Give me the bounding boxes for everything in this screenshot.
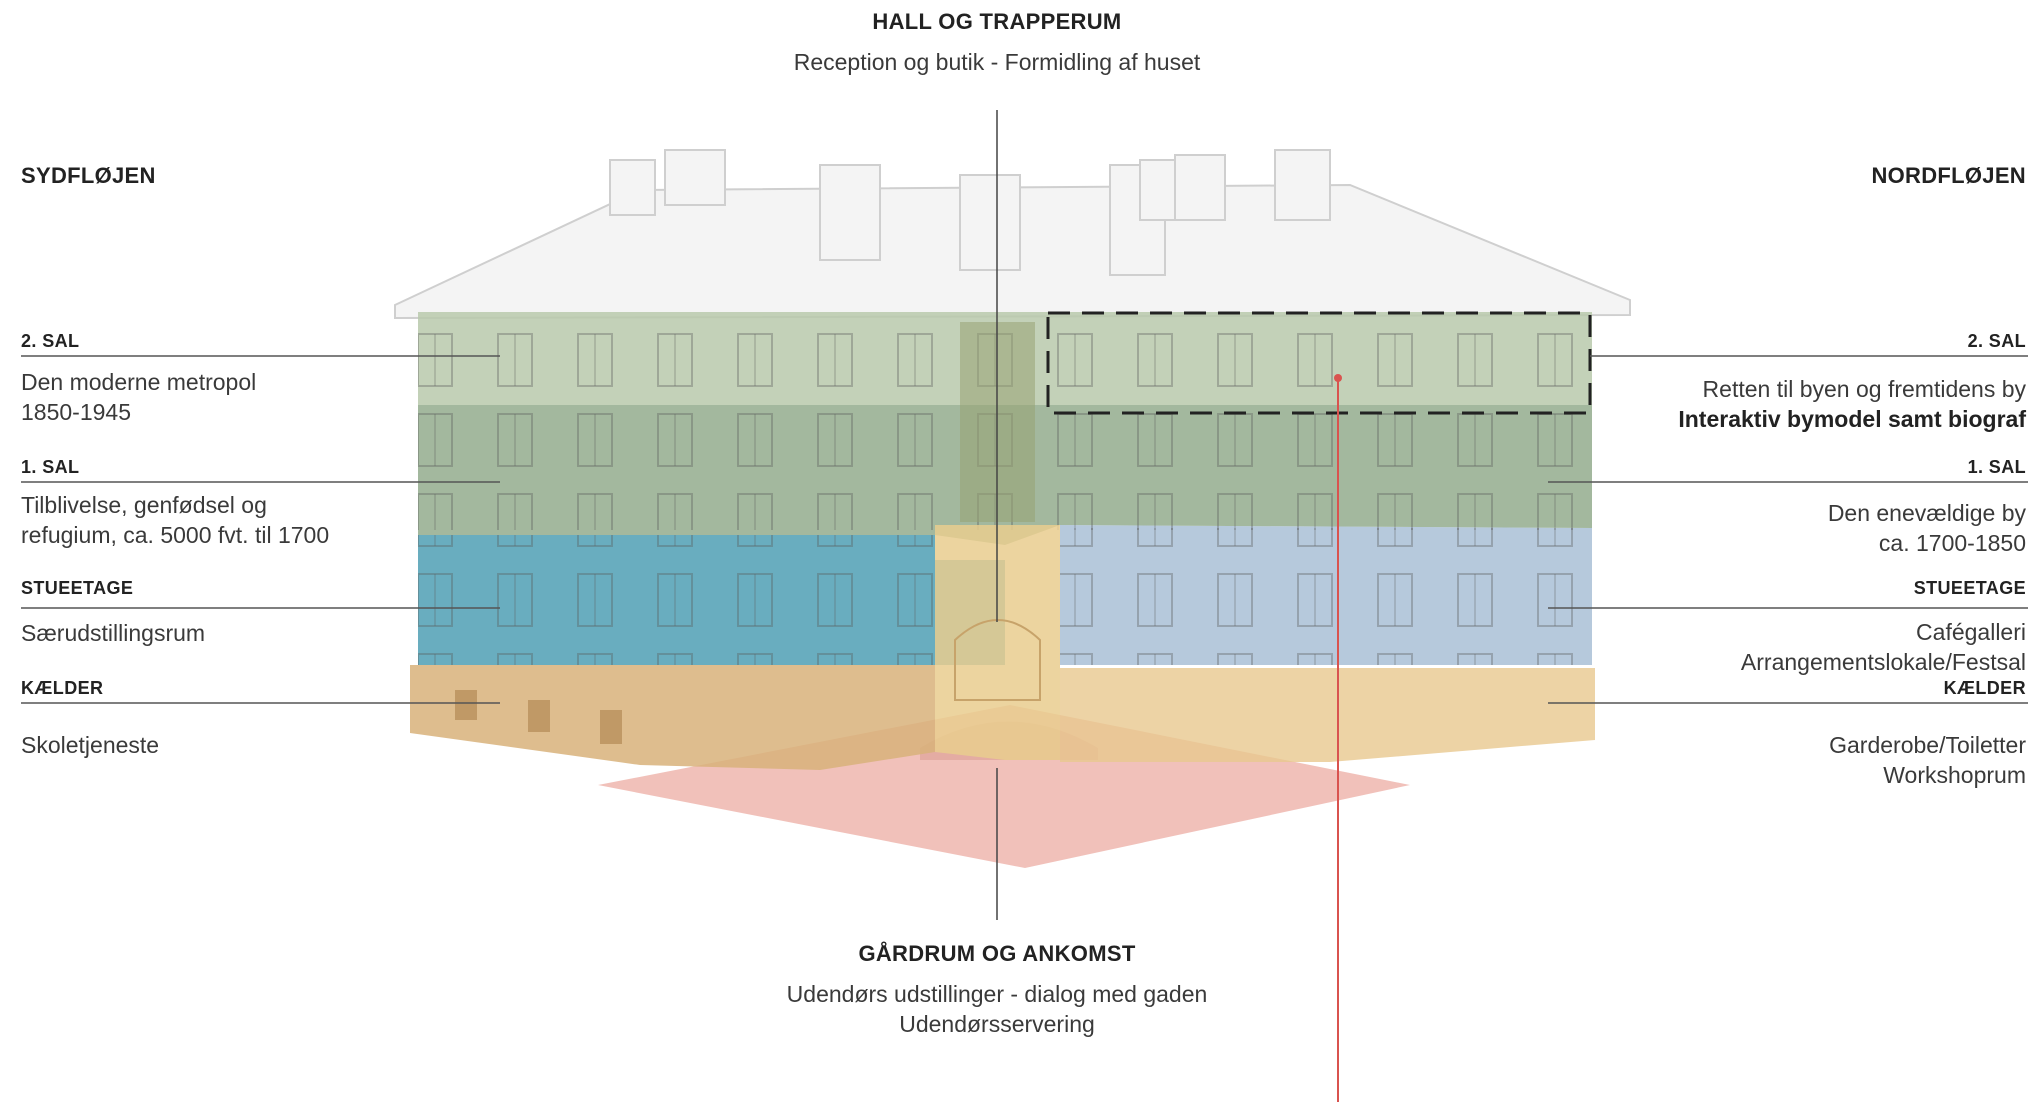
roof bbox=[394, 149, 1631, 320]
south-ground-desc: Særudstillingsrum bbox=[21, 620, 206, 646]
right-level-lines bbox=[1548, 355, 2028, 704]
courtyard-title: GÅRDRUM OG ANKOMST bbox=[858, 941, 1136, 966]
hall-title: HALL OG TRAPPERUM bbox=[872, 9, 1122, 34]
south-basement-label: KÆLDER bbox=[21, 678, 104, 698]
north-floor2-label: 2. SAL bbox=[1967, 331, 2026, 351]
north-wing-title: NORDFLØJEN bbox=[1871, 163, 2026, 188]
south-ground-label: STUEETAGE bbox=[21, 578, 134, 598]
left-level-lines bbox=[21, 355, 500, 704]
south-floor2-label: 2. SAL bbox=[21, 331, 80, 351]
south-wing-title: SYDFLØJEN bbox=[21, 163, 156, 188]
ground-floor bbox=[418, 525, 1592, 665]
highlight-box bbox=[1046, 311, 1592, 415]
hall-subtitle: Reception og butik - Formidling af huset bbox=[793, 49, 1201, 75]
south-basement-desc: Skoletjeneste bbox=[21, 732, 160, 758]
north-ground-label: STUEETAGE bbox=[1913, 578, 2026, 598]
highlight-pointer-dot bbox=[1334, 374, 1342, 382]
north-basement-label: KÆLDER bbox=[1943, 678, 2026, 698]
basement-floor bbox=[410, 665, 1595, 770]
south-floor1-label: 1. SAL bbox=[21, 457, 80, 477]
courtyard-desc: Udendørs udstillinger - dialog med gaden… bbox=[786, 981, 1208, 1037]
north-floor1-label: 1. SAL bbox=[1967, 457, 2026, 477]
